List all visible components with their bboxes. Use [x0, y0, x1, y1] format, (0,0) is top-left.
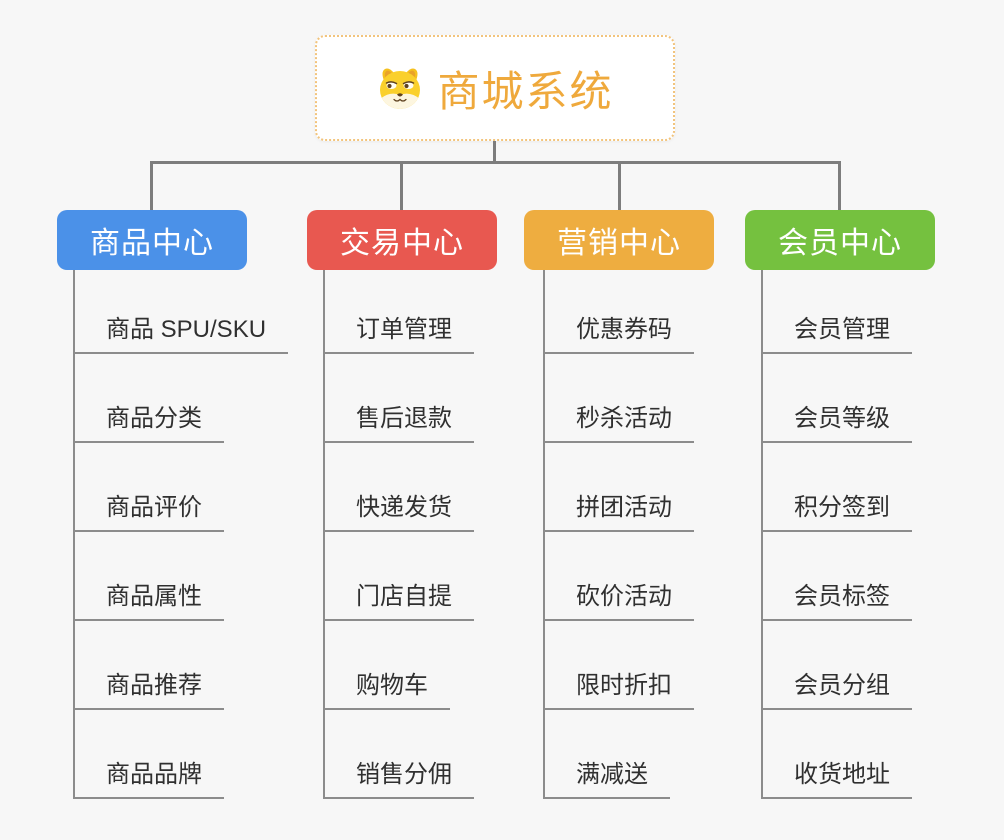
- connector-bus: [150, 161, 841, 164]
- leaf-node[interactable]: 商品属性: [73, 575, 224, 621]
- branch-label: 商品中心: [90, 227, 214, 260]
- branch-node-product-center[interactable]: 商品中心: [57, 210, 247, 270]
- leaf-label: 销售分佣: [356, 761, 452, 788]
- leaf-label: 商品 SPU/SKU: [106, 316, 267, 343]
- branch-node-trade-center[interactable]: 交易中心: [307, 210, 497, 270]
- branch-node-member-center[interactable]: 会员中心: [745, 210, 935, 270]
- leaf-label: 商品推荐: [106, 672, 202, 699]
- leaf-node[interactable]: 售后退款: [323, 397, 474, 443]
- leaf-label: 订单管理: [356, 316, 452, 343]
- root-node[interactable]: 商城系统: [315, 35, 675, 141]
- leaf-label: 优惠券码: [576, 316, 672, 343]
- leaf-label: 满减送: [576, 761, 648, 788]
- connector-branch-stub: [838, 161, 841, 210]
- leaf-node[interactable]: 收货地址: [761, 753, 912, 799]
- leaf-node[interactable]: 砍价活动: [543, 575, 694, 621]
- connector-branch-stub: [400, 161, 403, 210]
- leaf-node[interactable]: 商品 SPU/SKU: [73, 308, 289, 354]
- leaf-node[interactable]: 门店自提: [323, 575, 474, 621]
- leaf-node[interactable]: 商品品牌: [73, 753, 224, 799]
- leaf-label: 快递发货: [356, 494, 452, 521]
- branch-spine: [73, 270, 75, 799]
- leaf-label: 商品分类: [106, 405, 202, 432]
- leaf-node[interactable]: 销售分佣: [323, 753, 474, 799]
- leaf-node[interactable]: 满减送: [543, 753, 670, 799]
- leaf-label: 限时折扣: [576, 672, 672, 699]
- leaf-label: 会员分组: [794, 672, 890, 699]
- leaf-node[interactable]: 会员分组: [761, 664, 912, 710]
- connector-root-stub: [493, 141, 496, 164]
- leaf-label: 商品品牌: [106, 761, 202, 788]
- leaf-label: 会员等级: [794, 405, 890, 432]
- leaf-node[interactable]: 拼团活动: [543, 486, 694, 532]
- leaf-node[interactable]: 订单管理: [323, 308, 474, 354]
- leaf-label: 拼团活动: [576, 494, 672, 521]
- leaf-node[interactable]: 积分签到: [761, 486, 912, 532]
- leaf-node[interactable]: 商品评价: [73, 486, 224, 532]
- branch-label: 交易中心: [340, 227, 464, 260]
- leaf-label: 积分签到: [794, 494, 890, 521]
- branch-node-marketing-center[interactable]: 营销中心: [524, 210, 714, 270]
- branch-label: 会员中心: [778, 227, 902, 260]
- leaf-label: 门店自提: [356, 583, 452, 610]
- leaf-label: 商品评价: [106, 494, 202, 521]
- leaf-node[interactable]: 会员等级: [761, 397, 912, 443]
- leaf-node[interactable]: 秒杀活动: [543, 397, 694, 443]
- branch-label: 营销中心: [557, 227, 681, 260]
- leaf-label: 收货地址: [794, 761, 890, 788]
- branch-spine: [761, 270, 763, 799]
- leaf-node[interactable]: 会员管理: [761, 308, 912, 354]
- leaf-label: 秒杀活动: [576, 405, 672, 432]
- leaf-node[interactable]: 商品推荐: [73, 664, 224, 710]
- leaf-label: 购物车: [356, 672, 428, 699]
- leaf-label: 售后退款: [356, 405, 452, 432]
- dog-face-icon: [380, 68, 421, 109]
- leaf-label: 会员标签: [794, 583, 890, 610]
- leaf-node[interactable]: 商品分类: [73, 397, 224, 443]
- leaf-label: 会员管理: [794, 316, 890, 343]
- leaf-node[interactable]: 购物车: [323, 664, 450, 710]
- leaf-node[interactable]: 优惠券码: [543, 308, 694, 354]
- branch-spine: [323, 270, 325, 799]
- branch-spine: [543, 270, 545, 799]
- leaf-label: 商品属性: [106, 583, 202, 610]
- leaf-node[interactable]: 限时折扣: [543, 664, 694, 710]
- leaf-node[interactable]: 会员标签: [761, 575, 912, 621]
- leaf-label: 砍价活动: [576, 583, 672, 610]
- connector-branch-stub: [150, 161, 153, 210]
- leaf-node[interactable]: 快递发货: [323, 486, 474, 532]
- connector-branch-stub: [618, 161, 621, 210]
- root-title: 商城系统: [437, 67, 614, 115]
